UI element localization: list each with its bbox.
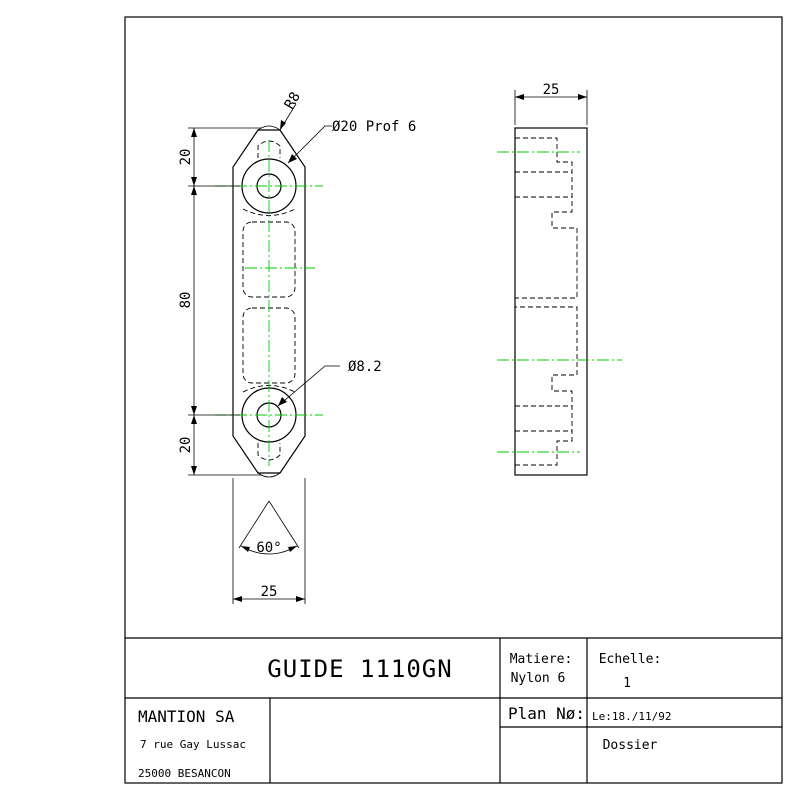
- side-view: 25: [497, 82, 622, 476]
- company-name: MANTION SA: [138, 707, 235, 726]
- dim-arrow: [191, 128, 197, 137]
- material-label: Matiere:: [510, 652, 573, 667]
- angle-leg-right: [268, 500, 300, 549]
- dim-arrow: [233, 596, 242, 602]
- leader-arrow: [288, 154, 297, 163]
- address-line1: 7 rue Gay Lussac: [140, 738, 246, 751]
- hidden-bore-bottom: [515, 306, 578, 466]
- dim-end-length-bottom: 20: [178, 437, 194, 454]
- dim-bore: Ø20 Prof 6: [332, 119, 416, 135]
- dim-end-length-top: 20: [178, 149, 194, 166]
- address-line2: 25000 BESANCON: [138, 767, 231, 780]
- leader-arrow: [278, 397, 287, 406]
- dim-arrow: [191, 415, 197, 424]
- front-view: 20 80 20 R8 Ø20 Prof 6 Ø8.2 60° 25: [178, 89, 416, 604]
- dim-arrow: [296, 596, 305, 602]
- tip-radius-top: [257, 125, 281, 131]
- sheet-border: [124, 16, 783, 784]
- drawing-date: Le:18./11/92: [592, 710, 671, 723]
- angle-arrow: [241, 546, 250, 552]
- dim-arrow: [191, 406, 197, 415]
- dim-hole: Ø8.2: [348, 359, 382, 375]
- leader-bore: [287, 125, 332, 164]
- plan-number-label: Plan Nø:: [508, 704, 585, 723]
- dim-angle: 60°: [256, 540, 281, 556]
- leader-arrow: [280, 120, 286, 130]
- dim-center-distance: 80: [178, 292, 194, 309]
- dim-radius: R8: [282, 89, 304, 112]
- material-value: Nylon 6: [511, 671, 566, 686]
- scale-value: 1: [623, 676, 631, 691]
- side-outline: [514, 127, 588, 476]
- dim-arrow: [191, 466, 197, 475]
- dim-width-side: 25: [543, 82, 560, 98]
- folder-label: Dossier: [603, 738, 658, 753]
- leader-hole: [277, 365, 340, 407]
- dim-arrow: [515, 94, 524, 100]
- title-block: GUIDE 1110GN Matiere: Nylon 6 Echelle: 1…: [125, 637, 782, 783]
- tip-radius-bottom: [257, 472, 281, 478]
- scale-label: Echelle:: [599, 652, 662, 667]
- angle-arrow: [288, 546, 297, 552]
- hidden-bore-top: [515, 137, 578, 299]
- dim-arrow: [191, 186, 197, 195]
- angle-leg-left: [238, 500, 270, 549]
- dim-width-front: 25: [261, 584, 278, 600]
- dim-arrow: [578, 94, 587, 100]
- dim-arrow: [191, 177, 197, 186]
- drawing-title: GUIDE 1110GN: [267, 655, 452, 683]
